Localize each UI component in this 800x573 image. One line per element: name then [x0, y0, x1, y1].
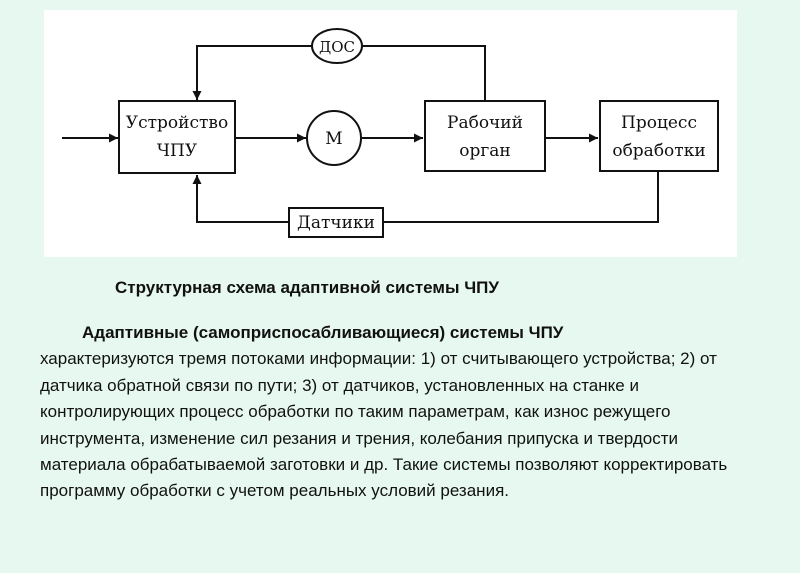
block-diagram: Устройство ЧПУ М Рабочий орган Процесс о… — [44, 10, 737, 257]
working-organ-label-line1: Рабочий — [447, 113, 523, 133]
description-text: характеризуются тремя потоками информаци… — [40, 349, 728, 501]
process-label-line1: Процесс — [621, 113, 697, 133]
sensors-feedback-line — [383, 171, 659, 223]
description-lead: Адаптивные (самоприспосабливающиеся) сис… — [82, 323, 564, 342]
motor-label: М — [325, 129, 342, 149]
cnc-device-label-line2: ЧПУ — [157, 141, 198, 161]
working-organ-block: Рабочий орган — [424, 100, 546, 172]
motor-block: М — [306, 110, 362, 166]
dos-feedback-line — [362, 45, 486, 100]
working-organ-label-line2: орган — [459, 141, 511, 161]
cnc-device-block: Устройство ЧПУ — [118, 100, 236, 174]
sensors-to-cnc-arrow — [192, 175, 289, 223]
block-diagram-svg: Устройство ЧПУ М Рабочий орган Процесс о… — [62, 28, 719, 238]
sensors-block: Датчики — [288, 207, 384, 238]
process-block: Процесс обработки — [599, 100, 719, 172]
description-paragraph: Адаптивные (самоприспосабливающиеся) сис… — [40, 320, 755, 505]
sensors-label: Датчики — [297, 213, 375, 233]
dos-to-cnc-arrow — [192, 45, 312, 100]
cnc-device-label-line1: Устройство — [126, 113, 228, 133]
diagram-caption: Структурная схема адаптивной системы ЧПУ — [115, 278, 499, 297]
process-label-line2: обработки — [612, 141, 705, 161]
dos-block: ДОС — [311, 28, 363, 64]
dos-label: ДОС — [319, 38, 355, 56]
